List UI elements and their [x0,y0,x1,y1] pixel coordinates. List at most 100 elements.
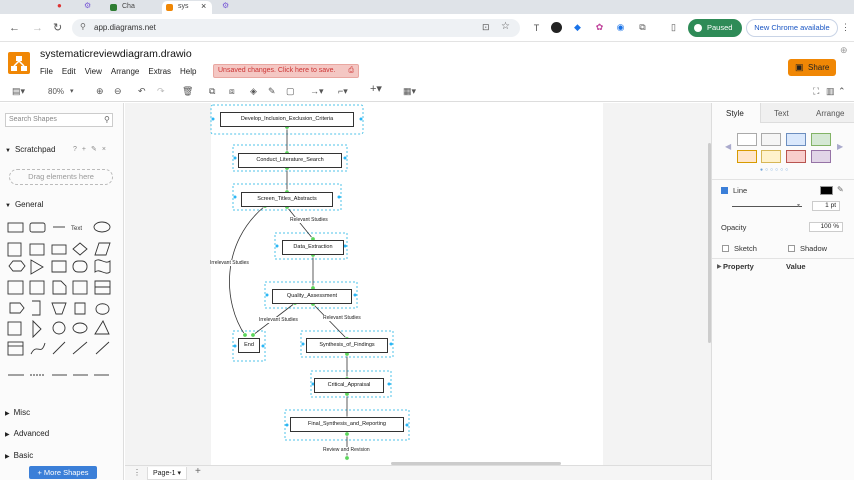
sketch-checkbox[interactable] [722,245,729,252]
search-shapes-input[interactable]: Search Shapes [5,113,113,127]
general-shapes-grid[interactable]: Text [5,217,115,397]
search-icon[interactable]: ⚲ [104,115,110,124]
edge-label-irrelevant[interactable]: Irrelevant Studies [259,317,298,323]
add-page-icon[interactable]: + [195,466,201,477]
url-text[interactable]: app.diagrams.net [94,23,156,32]
advanced-section[interactable]: ▶Advanced [5,429,49,438]
diagram-edges[interactable] [125,103,711,465]
line-color-swatch[interactable] [820,186,833,195]
shadow-checkbox[interactable] [788,245,795,252]
scratchpad-actions-icon[interactable]: ?+✎× [73,146,111,153]
site-info-icon[interactable]: ⚲ [80,22,86,31]
node-screen-titles[interactable]: Screen_Titles_Abstracts [241,192,333,207]
extensions-puzzle-icon[interactable]: ⧉ [639,22,646,32]
extension-pink-icon[interactable]: ✿ [595,22,604,32]
shadow-icon[interactable]: ▢ [286,86,295,96]
reload-icon[interactable]: ↻ [53,22,63,34]
line-width-input[interactable]: 1 pt [812,201,840,211]
share-button[interactable]: ▣ Share [788,59,836,76]
extension-dark-icon[interactable] [551,22,562,33]
connection-style-icon[interactable]: →▾ [310,86,324,96]
node-literature-search[interactable]: Conduct_Literature_Search [238,153,342,168]
side-panel-icon[interactable]: ▯ [671,22,676,32]
tab-chat[interactable]: Cha [106,1,146,14]
node-synthesis[interactable]: Synthesis_of_Findings [306,338,388,353]
edge-label-irrelevant[interactable]: Irrelevant Studies [210,260,249,266]
redo-icon[interactable]: ↷ [157,86,165,96]
fill-swatch[interactable] [761,150,781,163]
undo-icon[interactable]: ↶ [138,86,146,96]
collapse-header-icon[interactable]: ⊕ [840,45,848,55]
translate-icon[interactable]: T [533,22,540,33]
general-section[interactable]: ▼General [5,200,43,209]
install-app-icon[interactable]: ⊡ [482,22,490,32]
extension-icon[interactable]: ⚙ [84,1,92,10]
tab-text[interactable]: Text [774,109,789,118]
swatch-next-icon[interactable]: ▶ [837,142,844,151]
fill-swatch[interactable] [737,133,757,146]
tab-diagram[interactable]: sys [162,1,212,14]
basic-section[interactable]: ▶Basic [5,451,33,460]
tab-style[interactable]: Style [726,109,744,118]
chrome-menu-icon[interactable]: ⋮ [841,22,850,32]
fill-swatch[interactable] [811,150,831,163]
profile-paused-button[interactable]: Paused [688,19,742,37]
node-end[interactable]: End [238,338,260,353]
zoom-in-icon[interactable]: ⊕ [96,86,104,96]
menu-file[interactable]: File [40,67,53,76]
misc-section[interactable]: ▶Misc [5,408,30,417]
chevron-right-icon[interactable]: ▶ [717,264,722,270]
collapse-toolbar-icon[interactable]: ⌃ [838,86,846,96]
extension-blue-icon[interactable]: ◆ [574,22,581,32]
insert-icon[interactable]: +▾ [370,83,382,95]
menu-extras[interactable]: Extras [148,67,172,76]
delete-icon[interactable]: 🗑 [182,86,194,96]
fill-color-icon[interactable]: ◈ [250,86,257,96]
bookmark-star-icon[interactable]: ☆ [501,21,510,32]
node-critical-appraisal[interactable]: Critical_Appraisal [314,378,384,393]
fill-swatch[interactable] [737,150,757,163]
chevron-down-icon[interactable]: ▾ [797,203,801,209]
fill-swatch[interactable] [761,133,781,146]
edge-label-review[interactable]: Review and Revision [323,447,370,453]
node-develop-criteria[interactable]: Develop_Inclusion_Exclusion_Criteria [220,112,354,127]
back-icon[interactable]: ← [9,22,20,34]
zoom-dropdown-icon[interactable]: ▾ [70,88,74,95]
scratchpad-drop-zone[interactable]: Drag elements here [9,169,113,185]
diagram-canvas[interactable]: Develop_Inclusion_Exclusion_Criteria Con… [125,103,711,465]
document-title[interactable]: systematicreviewdiagram.drawio [40,48,192,60]
format-panel-icon[interactable]: ▤▾ [12,86,26,96]
fill-swatch[interactable] [811,133,831,146]
toggle-format-icon[interactable]: ▥ [826,86,835,96]
tab-arrange[interactable]: Arrange [816,109,845,118]
unsaved-changes-button[interactable]: Unsaved changes. Click here to save. ⎙ [213,64,359,78]
edge-label-relevant[interactable]: Relevant Studies [323,315,361,321]
swatch-prev-icon[interactable]: ◀ [725,142,732,151]
node-final-synthesis[interactable]: Final_Synthesis_and_Reporting [290,417,404,432]
fill-swatch[interactable] [786,150,806,163]
node-quality-assessment[interactable]: Quality_Assessment [272,289,352,304]
table-icon[interactable]: ▦▾ [403,86,417,96]
page-tab[interactable]: Page-1 ▾ [147,467,188,480]
horizontal-scrollbar[interactable] [391,462,561,465]
vertical-scrollbar[interactable] [708,143,711,343]
menu-edit[interactable]: Edit [61,67,76,76]
line-color-icon[interactable]: ✎ [268,86,276,96]
edit-line-style-icon[interactable]: ✎ [837,185,844,194]
close-tab-icon[interactable]: × [201,1,207,11]
edge-label-relevant[interactable]: Relevant Studies [290,217,328,223]
page-menu-icon[interactable]: ⋮ [133,468,141,477]
to-front-icon[interactable]: ⧉ [209,86,216,96]
fill-swatch[interactable] [786,133,806,146]
swatch-pager-icon[interactable]: ●○○○○○ [760,167,791,173]
more-shapes-button[interactable]: + More Shapes [29,466,97,479]
node-data-extraction[interactable]: Data_Extraction [282,240,344,255]
menu-help[interactable]: Help [180,67,197,76]
to-back-icon[interactable]: ⧈ [229,86,235,96]
zoom-out-icon[interactable]: ⊖ [114,86,122,96]
menu-arrange[interactable]: Arrange [110,67,140,76]
opacity-input[interactable]: 100 % [809,222,843,232]
line-pattern-select[interactable] [732,206,802,207]
tab-group-icon[interactable]: ⚙ [222,1,230,10]
zoom-level[interactable]: 80% [48,87,65,96]
